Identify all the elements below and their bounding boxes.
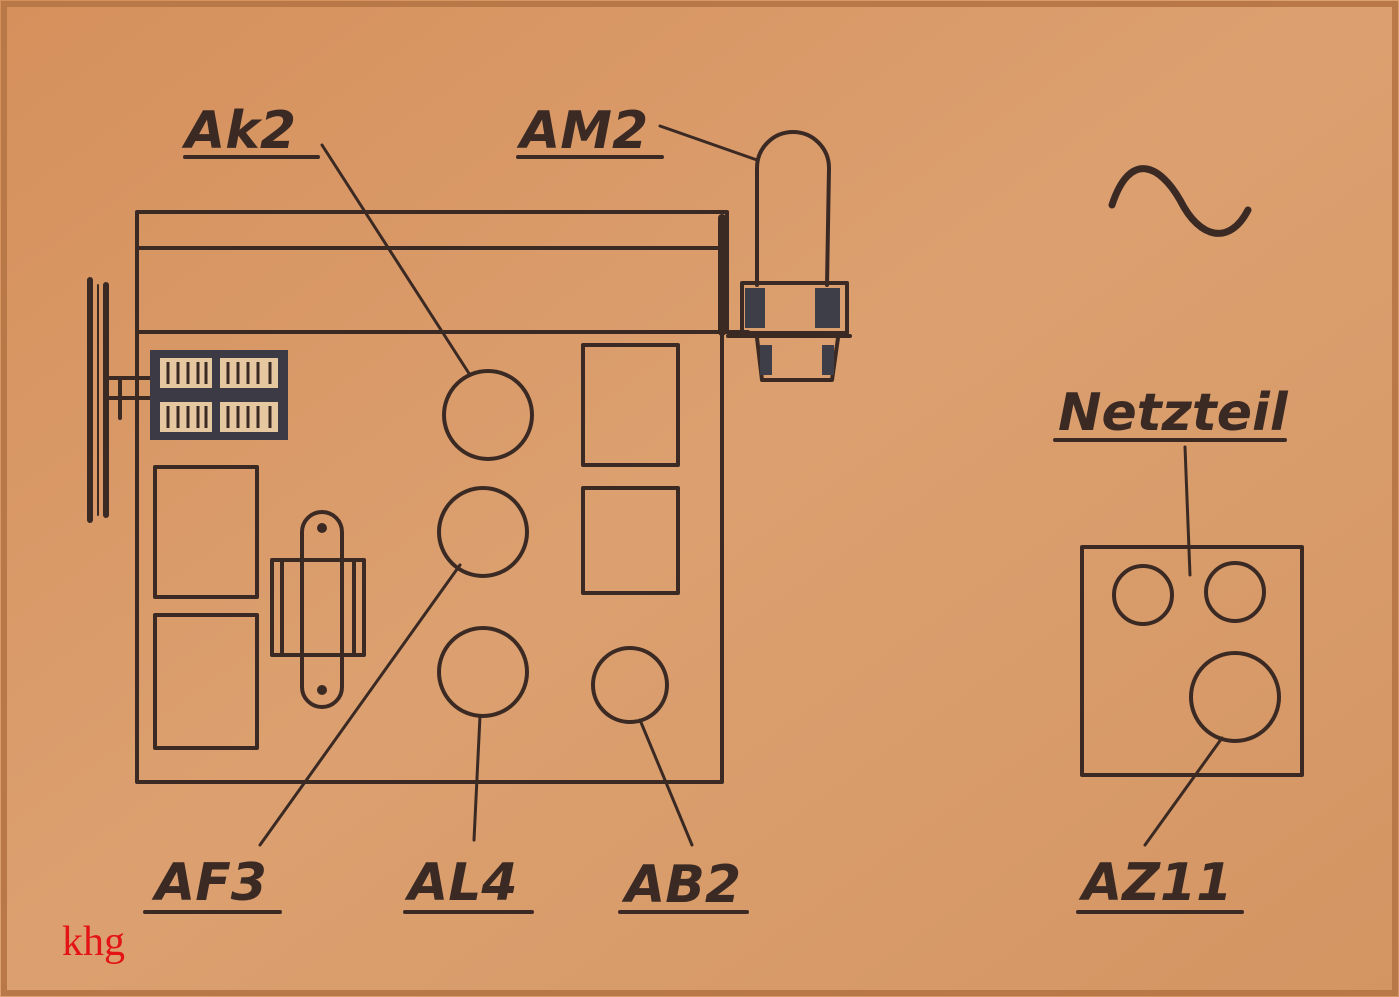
tuning-capacitor <box>150 350 288 440</box>
watermark: khg <box>62 919 125 965</box>
transformer <box>270 510 366 709</box>
label-netzteil: Netzteil <box>1058 383 1289 443</box>
tube-al4 <box>437 626 529 718</box>
label-az11: AZ11 <box>1078 853 1232 913</box>
chassis <box>135 210 750 784</box>
label-ak2: Ak2 <box>181 101 296 161</box>
component-box <box>581 343 680 467</box>
leader-lines <box>143 124 1287 914</box>
component-box <box>153 465 259 599</box>
dial-drive-pulley <box>87 277 152 523</box>
power-supply <box>1080 545 1304 777</box>
ac-symbol-icon <box>1108 165 1252 237</box>
label-al4: AL4 <box>404 853 518 913</box>
component-box <box>153 613 259 750</box>
label-am2: AM2 <box>516 101 648 161</box>
tube-ak2 <box>442 369 534 461</box>
tube-ab2 <box>591 646 669 724</box>
tube-am2 <box>726 130 852 382</box>
label-ab2: AB2 <box>621 855 741 915</box>
tube-az11 <box>1189 651 1281 743</box>
tube-af3 <box>437 486 529 578</box>
label-af3: AF3 <box>151 853 267 913</box>
component-box <box>581 486 680 595</box>
